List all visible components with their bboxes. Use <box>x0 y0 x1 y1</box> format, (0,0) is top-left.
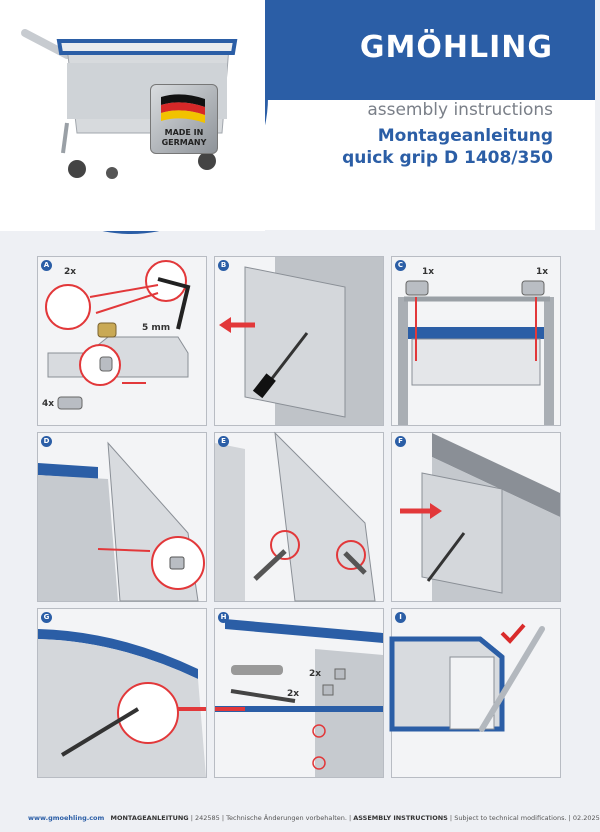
step-panel-g: G <box>37 608 207 778</box>
step-panel-b: B <box>214 256 384 426</box>
step-b-illustration <box>219 257 383 425</box>
step-label-e: E <box>218 436 229 447</box>
step-label-g: G <box>41 612 52 623</box>
step-g-illustration <box>38 629 206 777</box>
step-c-quantity-left: 1x <box>422 267 435 277</box>
footer-label-en: ASSEMBLY INSTRUCTIONS <box>353 814 448 822</box>
step-label-h: H <box>218 612 229 623</box>
step-panel-e: E <box>214 431 384 602</box>
footer-text-de: Technische Änderungen vorbehalten. <box>226 814 347 822</box>
step-a-illustration <box>45 260 191 410</box>
step-panel-c: C 1x 1x <box>391 256 561 426</box>
step-panel-f: F <box>391 432 561 602</box>
step-h-quantity-top: 2x <box>309 669 322 679</box>
step-label-f: F <box>395 436 406 447</box>
made-in-germany-badge: MADE IN GERMANY <box>150 84 218 154</box>
step-label-a: A <box>41 260 52 271</box>
checkmark-icon <box>500 623 526 644</box>
product-photo-circle <box>0 0 268 234</box>
step-c-quantity-right: 1x <box>536 267 549 277</box>
product-photo <box>0 0 265 231</box>
step-panel-d: D <box>37 432 207 602</box>
step-a-quantity-bolts: 4x <box>42 399 55 409</box>
step-h-quantity-bottom: 2x <box>287 689 300 699</box>
step-c-illustration <box>398 280 554 425</box>
step-h-illustration <box>215 619 383 777</box>
step-label-i: I <box>395 612 406 623</box>
website-link[interactable]: www.gmoehling.com <box>28 814 105 822</box>
step-panel-a: A 2x 5 mm 4x <box>37 256 207 426</box>
badge-line-2: GERMANY <box>162 138 207 147</box>
document-title: Montageanleitung <box>377 126 553 146</box>
step-label-b: B <box>218 260 229 271</box>
footer: www.gmoehling.com MONTAGEANLEITUNG | 242… <box>28 814 600 822</box>
footer-date: 02.2025 <box>572 814 600 822</box>
step-i-illustration <box>389 623 545 732</box>
step-d-illustration <box>38 441 205 602</box>
footer-label-de: MONTAGEANLEITUNG <box>110 814 189 822</box>
step-panel-i: I <box>389 608 561 778</box>
document-subtitle: assembly instructions <box>367 100 553 120</box>
product-name: quick grip D 1408/350 <box>342 148 553 168</box>
german-flag-icon: MADE IN GERMANY <box>161 94 207 147</box>
step-label-d: D <box>41 436 52 447</box>
badge-line-1: MADE IN <box>165 128 204 137</box>
step-label-c: C <box>395 260 406 271</box>
step-a-quantity: 2x <box>64 267 77 277</box>
brand-logo: GMÖHLING <box>359 30 553 65</box>
step-a-tool-size: 5 mm <box>142 323 171 333</box>
step-e-illustration <box>215 431 376 602</box>
footer-document-number: 242585 <box>194 814 220 822</box>
step-panel-h: H 2x 2x <box>214 608 384 778</box>
footer-text-en: Subject to technical modifications. <box>454 814 567 822</box>
step-f-illustration <box>400 433 560 601</box>
